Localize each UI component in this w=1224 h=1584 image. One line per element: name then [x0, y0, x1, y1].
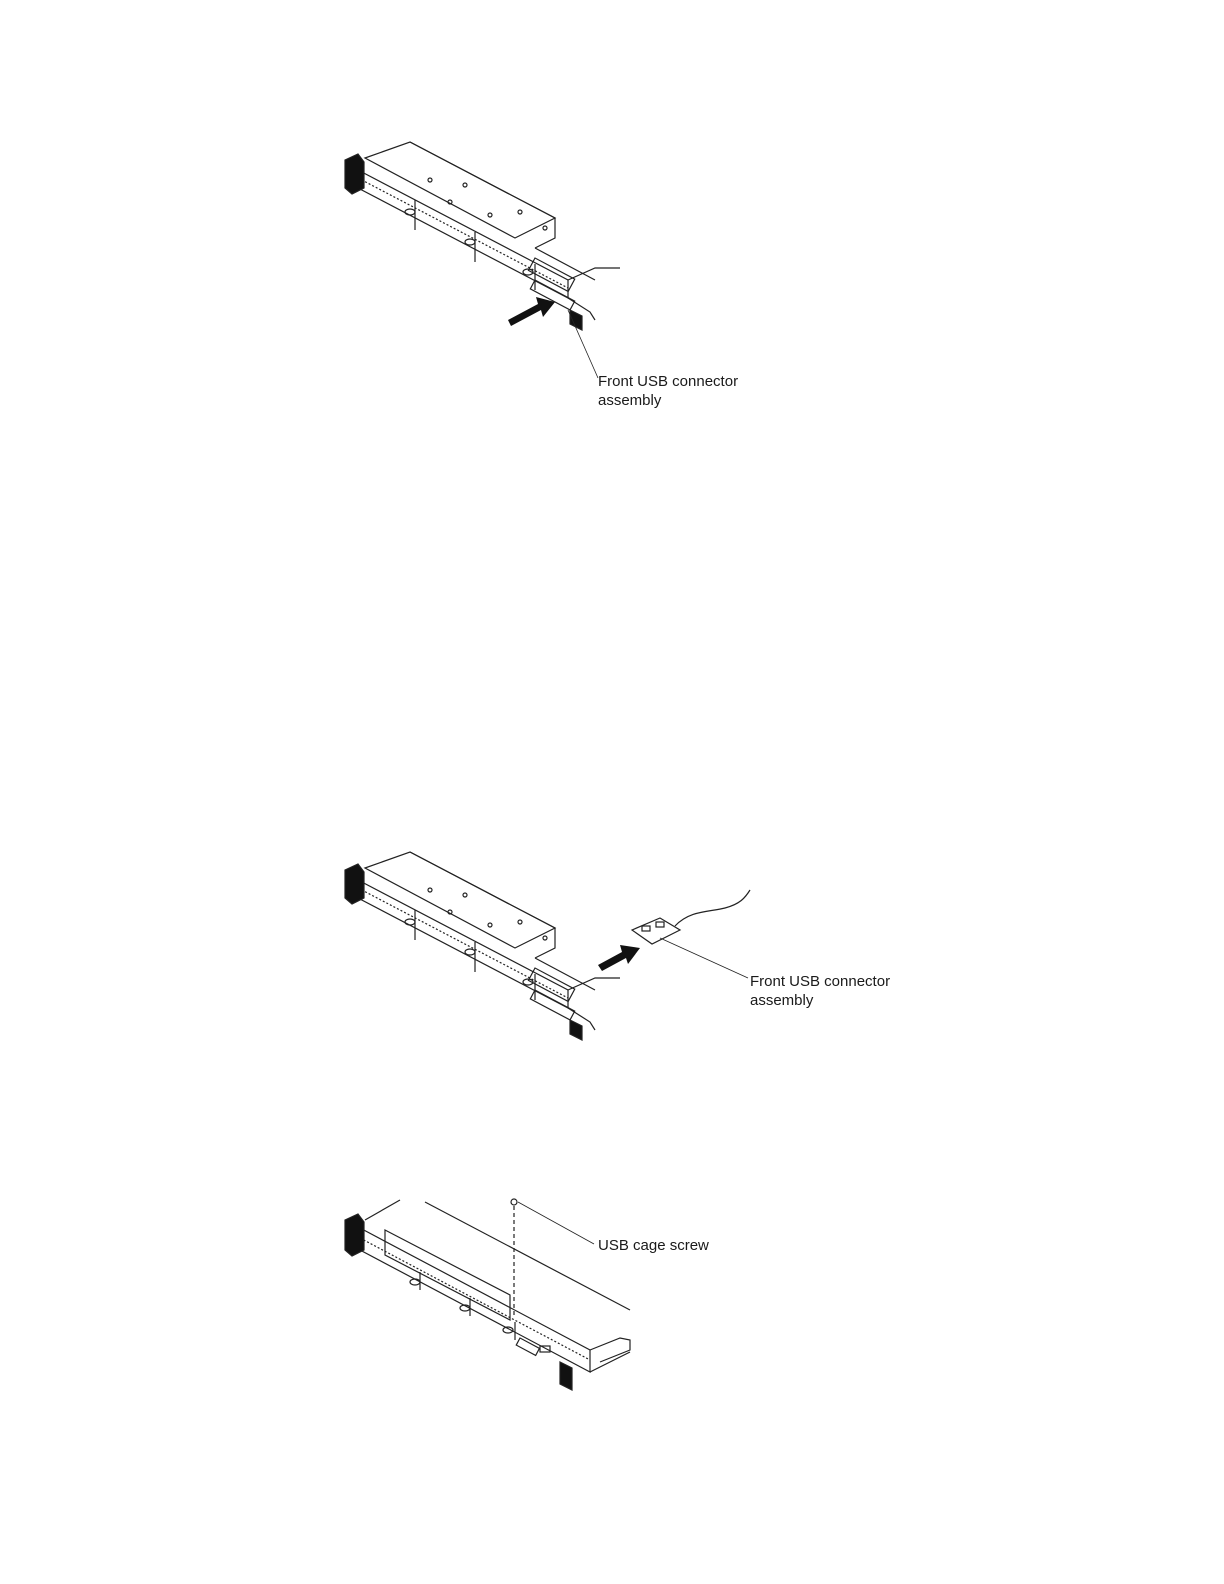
figure-usb-cage-screw: USB cage screw	[330, 1190, 790, 1410]
figure-remove-usb-assembly: Front USB connector assembly	[330, 850, 790, 1060]
callout-front-usb-assembly-2: Front USB connector assembly	[750, 972, 890, 1010]
figure-install-usb-assembly: Front USB connector assembly	[330, 140, 790, 420]
server-chassis-illustration	[330, 1190, 790, 1410]
callout-front-usb-assembly-1: Front USB connector assembly	[598, 372, 738, 410]
server-chassis-illustration	[330, 850, 790, 1060]
insert-arrow-icon	[508, 297, 555, 326]
remove-arrow-icon	[598, 945, 640, 971]
callout-usb-cage-screw: USB cage screw	[598, 1236, 709, 1255]
